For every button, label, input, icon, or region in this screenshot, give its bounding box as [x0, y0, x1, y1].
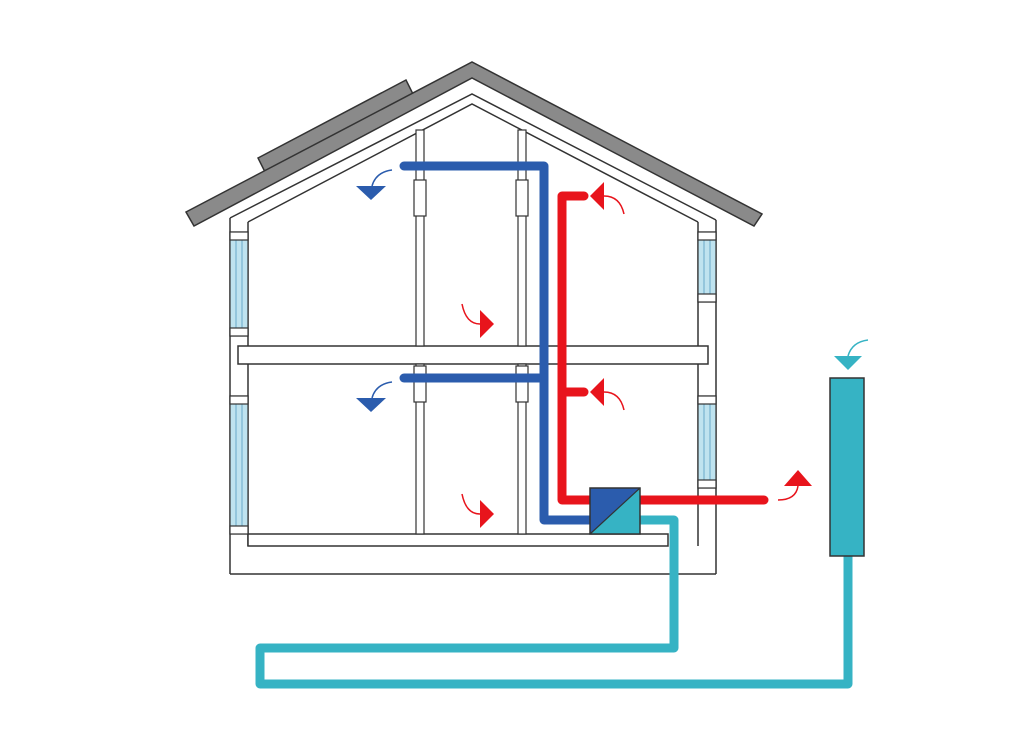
ground-floor-slab: [247, 533, 669, 547]
red-curved-arrow-icon: [461, 303, 494, 338]
ground-heat-exchanger-duct: [255, 515, 853, 689]
red-upward-curved-arrow-icon: [777, 470, 812, 501]
interior-posts: [413, 129, 529, 535]
outdoor-air-intake-tower: [829, 377, 865, 557]
window-right-upper: [697, 231, 717, 303]
window-left-upper: [229, 231, 249, 337]
upper-floor-slab: [237, 345, 709, 365]
teal-downward-curved-arrow-icon: [834, 339, 869, 370]
solar-panel: [257, 78, 415, 176]
blue-downward-curved-arrow-icon: [356, 381, 393, 412]
heat-recovery-unit: [589, 487, 641, 535]
roof: [184, 61, 764, 228]
exhaust-air-duct: [557, 191, 769, 505]
blue-downward-curved-arrow-icon: [356, 169, 393, 200]
supply-air-duct: [399, 161, 595, 525]
window-right-lower: [697, 395, 717, 489]
window-left-lower: [229, 395, 249, 535]
red-curved-arrow-icon: [590, 182, 625, 215]
red-curved-arrow-icon: [590, 378, 625, 411]
red-curved-arrow-icon: [461, 493, 494, 528]
